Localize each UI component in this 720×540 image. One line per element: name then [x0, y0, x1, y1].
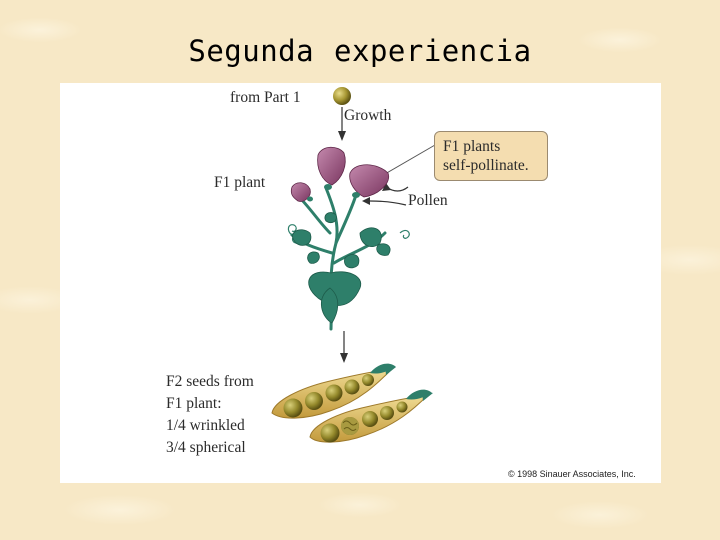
pea-pod-icon	[309, 389, 433, 443]
pea-plant-illustration	[271, 87, 436, 443]
pollen-arrowhead	[382, 183, 391, 191]
f2-seeds-caption: F2 seeds from F1 plant: 1/4 wrinkled 3/4…	[166, 371, 254, 459]
pea-icon	[283, 374, 374, 418]
down-arrow	[340, 331, 348, 363]
copyright-notice: © 1998 Sinauer Associates, Inc.	[508, 469, 636, 479]
pollen-arrowhead	[362, 197, 370, 205]
f2-line3: 1/4 wrinkled	[166, 417, 245, 434]
callout-line2: self-pollinate.	[443, 157, 529, 174]
f2-line1: F2 seeds from	[166, 373, 254, 390]
wrinkled-pea-icon	[341, 417, 359, 435]
pea-pod-icon	[271, 363, 396, 419]
diagram-figure: from Part 1 Growth F1 plant Pollen F1 pl…	[60, 83, 661, 483]
from-part-label: from Part 1	[230, 89, 301, 106]
growth-label: Growth	[344, 107, 392, 124]
callout-line1: F1 plants	[443, 138, 501, 155]
f1-plant-icon	[287, 146, 410, 331]
slide-title: Segunda experiencia	[188, 34, 532, 68]
pollen-label: Pollen	[408, 192, 448, 209]
self-pollinate-callout: F1 plants self-pollinate.	[434, 131, 548, 181]
f2-line4: 3/4 spherical	[166, 439, 246, 456]
seed-icon	[333, 87, 351, 105]
growth-arrow	[338, 107, 346, 141]
f1-plant-label: F1 plant	[214, 174, 266, 191]
f2-line2: F1 plant:	[166, 395, 222, 412]
